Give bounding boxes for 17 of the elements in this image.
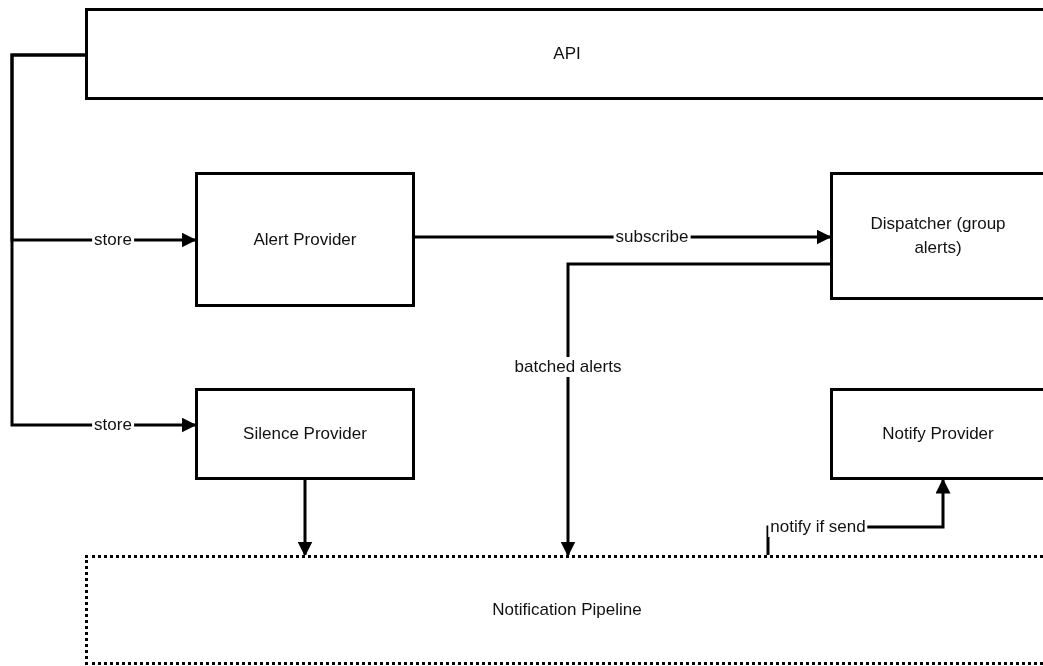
edge-label: notify if send <box>768 517 868 537</box>
node-label: Dispatcher (group alerts) <box>869 213 1007 259</box>
node-label: Silence Provider <box>243 423 367 446</box>
process-box <box>195 172 415 307</box>
arrow <box>297 480 313 557</box>
process-box <box>85 8 1043 100</box>
arrow <box>560 262 830 557</box>
node-label: API <box>553 43 581 66</box>
node-label: Notification Pipeline <box>492 599 642 622</box>
process-box <box>195 388 415 480</box>
node-label: Notify Provider <box>882 423 994 446</box>
dotted-box <box>85 555 1043 665</box>
edge-label: batched alerts <box>512 357 624 377</box>
process-box <box>830 388 1043 480</box>
process-box <box>830 172 1043 300</box>
arrow <box>10 53 197 433</box>
node-label: Alert Provider <box>253 228 357 251</box>
